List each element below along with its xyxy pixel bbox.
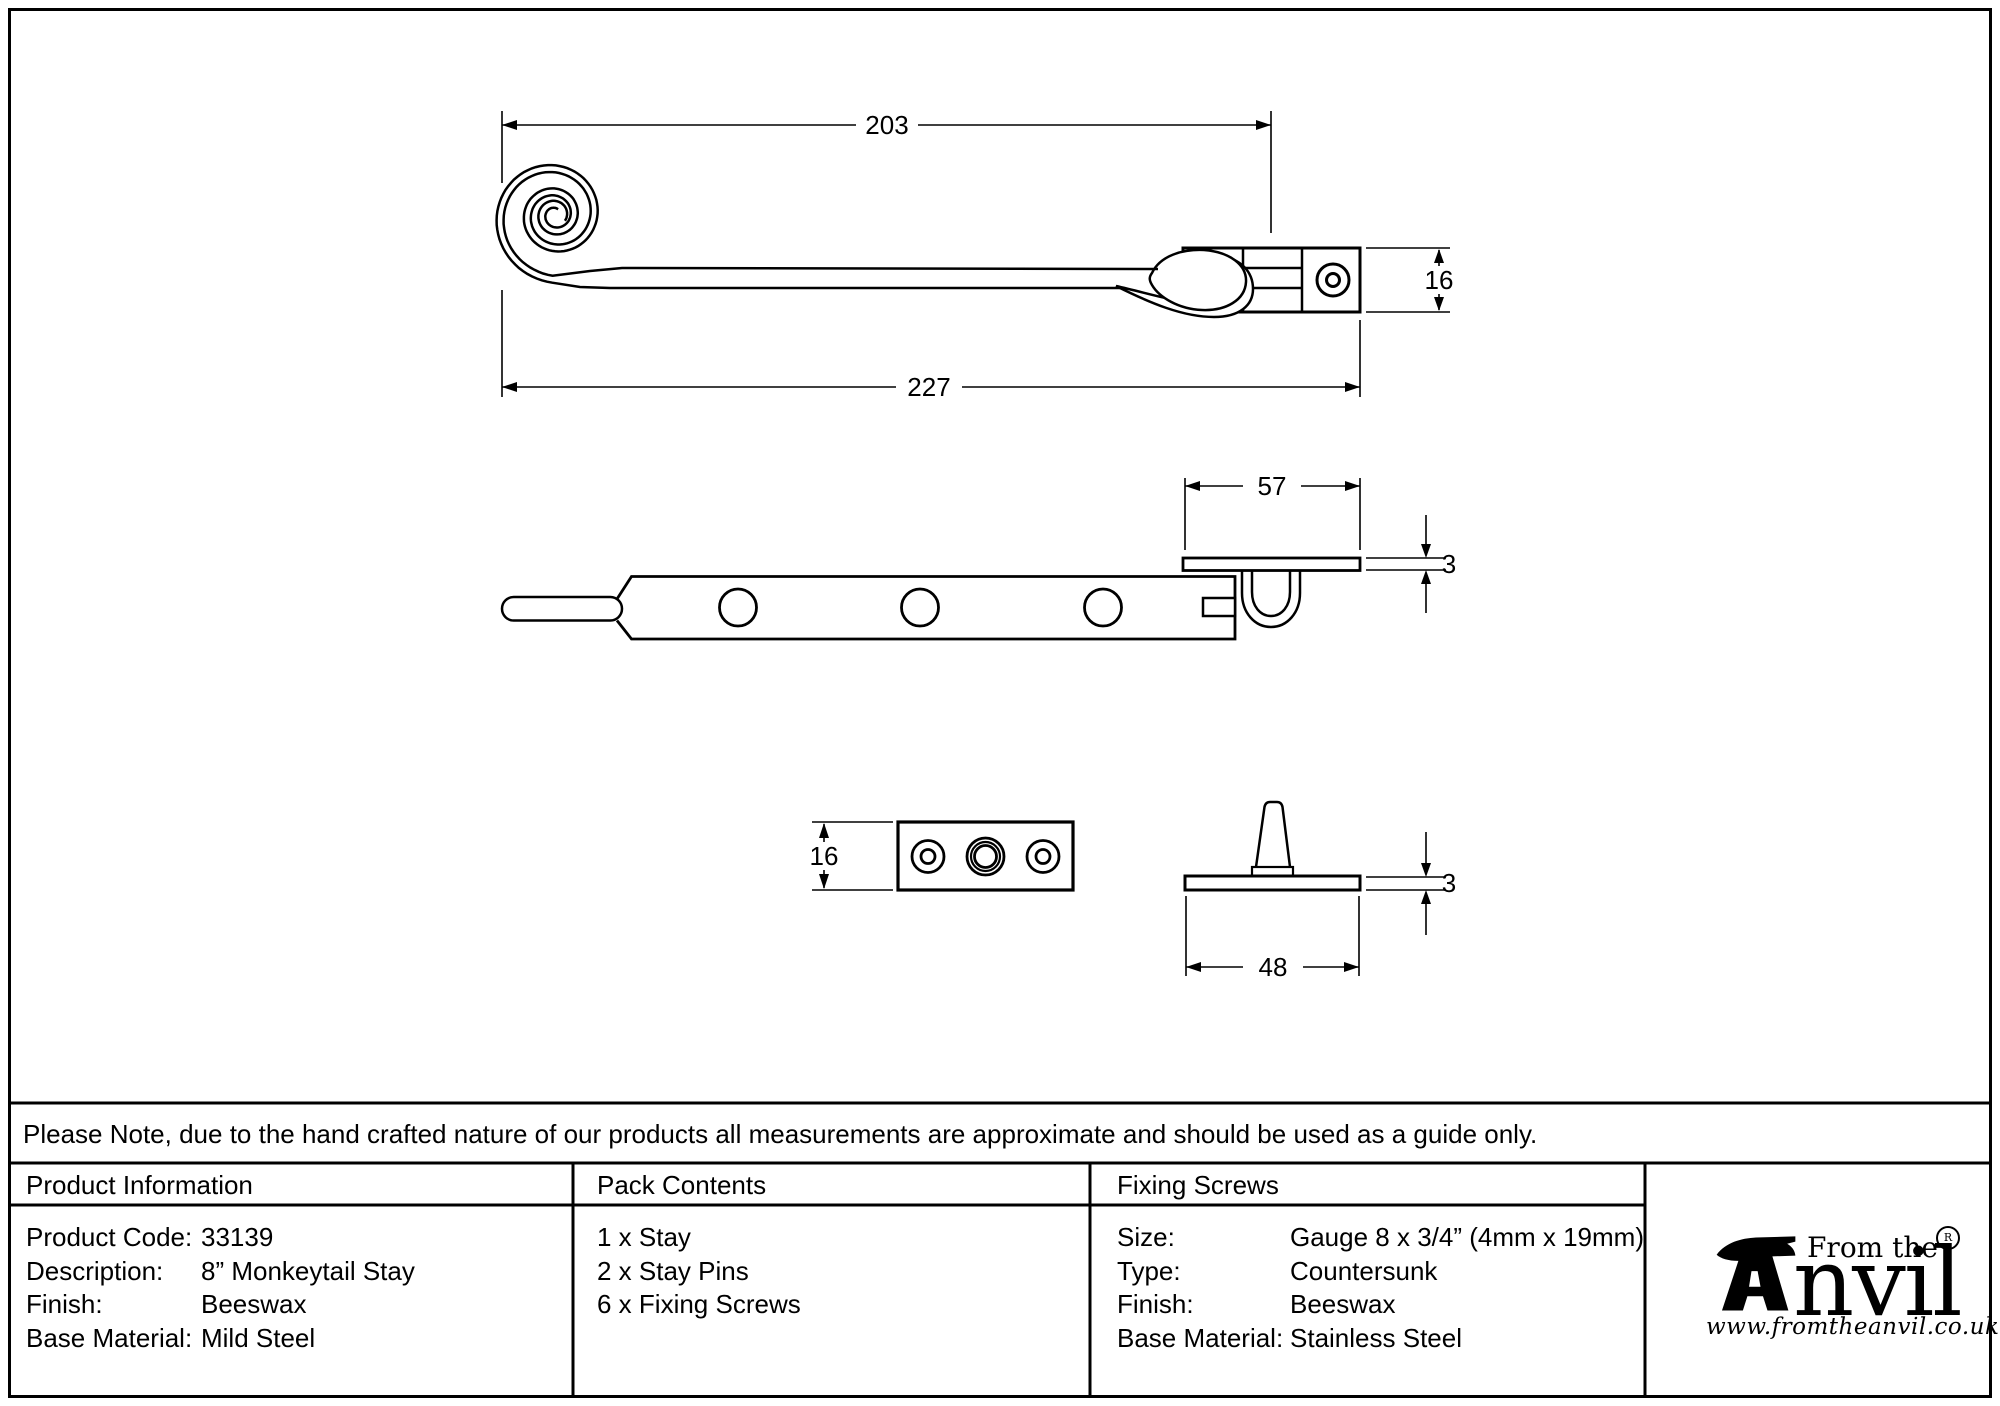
pack-item: 1 x Stay xyxy=(597,1222,691,1252)
bracket-plate-side xyxy=(1181,556,1362,572)
row-value: Beeswax xyxy=(1290,1289,1396,1319)
dim-label-57: 57 xyxy=(1258,471,1287,501)
stay-handle-tip xyxy=(500,595,624,622)
pin-cone xyxy=(1254,800,1292,868)
bracket-screw-hole xyxy=(1315,262,1351,298)
stay-hole xyxy=(900,587,940,628)
row-value: Beeswax xyxy=(201,1289,307,1319)
top-view-drawing xyxy=(495,163,1362,319)
dim-203: 203 xyxy=(501,110,1272,233)
row-value: Gauge 8 x 3/4” (4mm x 19mm) xyxy=(1290,1222,1644,1252)
pack-item: 6 x Fixing Screws xyxy=(597,1289,801,1319)
dim-3-pin: 3 xyxy=(1366,832,1456,935)
monkeytail-spiral-inner xyxy=(502,170,1159,277)
pack-item: 2 x Stay Pins xyxy=(597,1256,749,1286)
pin-plate-outline xyxy=(896,820,1075,892)
pin-side-drawing xyxy=(1183,800,1362,892)
logo-prefix: From the xyxy=(1807,1231,1938,1264)
row-label: Size: xyxy=(1117,1222,1175,1252)
pin-plate-screw-hole xyxy=(910,839,946,874)
row-value: Countersunk xyxy=(1290,1256,1438,1286)
measurement-note: Please Note, due to the hand crafted nat… xyxy=(23,1119,1538,1149)
pin-collar xyxy=(1250,865,1295,878)
stay-keeper-notch xyxy=(1201,596,1237,618)
anvil-icon xyxy=(1716,1236,1796,1311)
row-label: Finish: xyxy=(26,1289,103,1319)
row-label: Finish: xyxy=(1117,1289,1194,1319)
page-border xyxy=(8,8,1992,1398)
dim-label-203: 203 xyxy=(865,110,908,140)
row-label: Type: xyxy=(1117,1256,1181,1286)
dim-227: 227 xyxy=(501,290,1361,402)
row-value: 33139 xyxy=(201,1222,274,1252)
dim-label-3-plate: 3 xyxy=(1442,549,1456,579)
row-label: Product Code: xyxy=(26,1222,193,1252)
dim-label-16-bracket: 16 xyxy=(1425,265,1454,295)
dim-label-48: 48 xyxy=(1259,952,1288,982)
dim-16-pin-plate: 16 xyxy=(806,821,893,891)
table-header-pack-contents: Pack Contents xyxy=(597,1170,767,1200)
pin-boss xyxy=(965,836,1006,877)
stay-hole xyxy=(718,587,758,628)
pin-plate-screw-hole xyxy=(1025,839,1061,874)
logo-wordmark: nvil xyxy=(1793,1228,1963,1338)
dim-57: 57 xyxy=(1184,471,1361,550)
dim-3-plate: 3 xyxy=(1366,515,1456,613)
pin-plate-drawing xyxy=(896,820,1075,892)
bracket-hook-outer xyxy=(1240,570,1302,629)
dim-label-3-pin: 3 xyxy=(1442,868,1456,898)
bracket-hook-inner xyxy=(1250,570,1292,618)
stay-bar-outline xyxy=(615,575,1237,641)
row-label: Description: xyxy=(26,1256,164,1286)
table-header-product-information: Product Information xyxy=(26,1170,253,1200)
monkeytail-spiral-outer xyxy=(495,163,1120,290)
table-header-fixing-screws: Fixing Screws xyxy=(1117,1170,1279,1200)
row-label: Base Material: xyxy=(1117,1323,1284,1353)
logo-url: www.fromtheanvil.co.uk xyxy=(1706,1314,2000,1340)
row-label: Base Material: xyxy=(26,1323,193,1353)
dim-48: 48 xyxy=(1185,896,1360,982)
side-view-drawing xyxy=(500,556,1362,641)
dim-16-bracket: 16 xyxy=(1366,247,1457,313)
pin-base-plate xyxy=(1183,874,1362,892)
dim-label-227: 227 xyxy=(907,372,950,402)
dim-label-16-pin-plate: 16 xyxy=(810,841,839,871)
table-grid xyxy=(8,1101,1992,1397)
stay-end-eye xyxy=(1148,248,1248,312)
row-value: 8” Monkeytail Stay xyxy=(201,1256,415,1286)
registered-trademark-icon: R xyxy=(1936,1226,1960,1250)
stay-hole xyxy=(1083,587,1123,628)
row-value: Stainless Steel xyxy=(1290,1323,1462,1353)
row-value: Mild Steel xyxy=(201,1323,316,1353)
